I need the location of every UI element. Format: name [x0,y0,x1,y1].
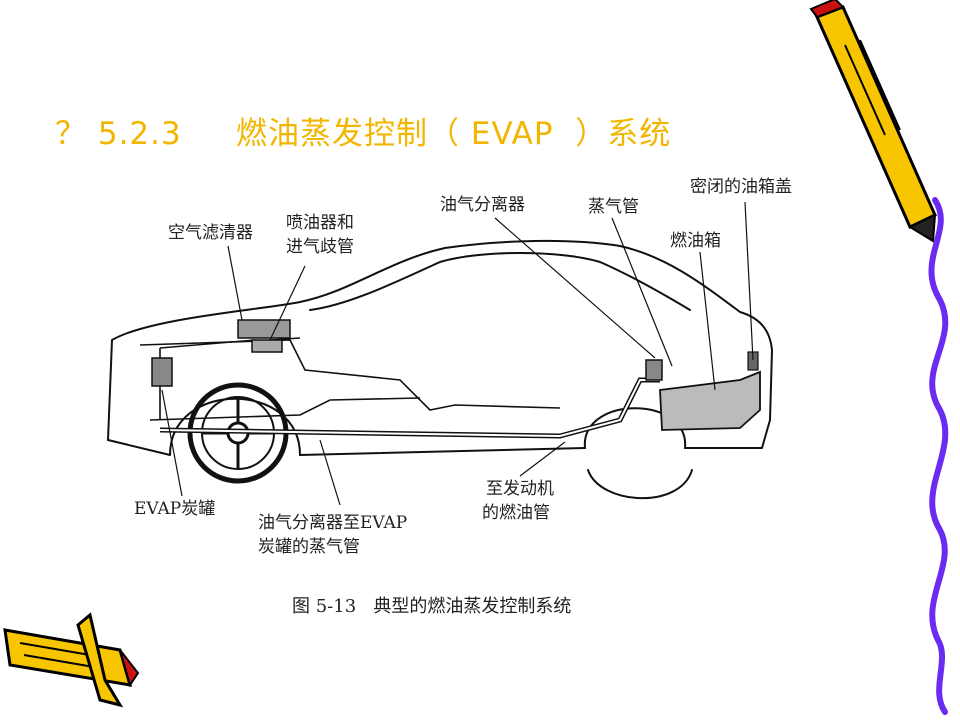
car-body-outline [107,239,773,449]
label-sealed-cap: 密闭的油箱盖 [690,177,792,197]
label-fuel-tank: 燃油箱 [670,231,721,251]
engine-bay [139,339,561,411]
evap-canister [151,357,173,387]
window-line [309,252,691,311]
separator-box [645,359,663,381]
label-separator-to-canister-line1: 油气分离器至EVAP [258,513,408,533]
slide-title: ？ 5.2.3 燃油蒸发控制（ EVAP ）系统 [55,116,672,152]
label-evap-canister: EVAP炭罐 [134,499,216,519]
label-fuel-line-line1: 至发动机 [486,479,554,499]
fuel-tank [659,370,761,431]
wavy-line [928,197,949,715]
air-filter-box [237,319,291,339]
inner-line [149,397,421,421]
fuel-line-outer [159,377,660,439]
pencil-icon [809,0,937,243]
label-vapor-pipe: 蒸气管 [588,197,639,217]
label-air-filter: 空气滤清器 [168,223,253,243]
underbody [299,447,586,456]
label-fuel-line-line2: 的燃油管 [482,503,550,523]
pencil-icon [3,612,140,708]
label-separator-to-canister-line2: 炭罐的蒸气管 [258,537,360,557]
label-separator: 油气分离器 [440,195,525,215]
injector-box [251,339,283,353]
label-injector-line1: 喷油器和 [286,213,354,233]
label-injector-line2: 进气歧管 [286,237,354,257]
rear-wheel [587,469,693,500]
figure-caption: 图 5-13 典型的燃油蒸发控制系统 [292,596,572,617]
